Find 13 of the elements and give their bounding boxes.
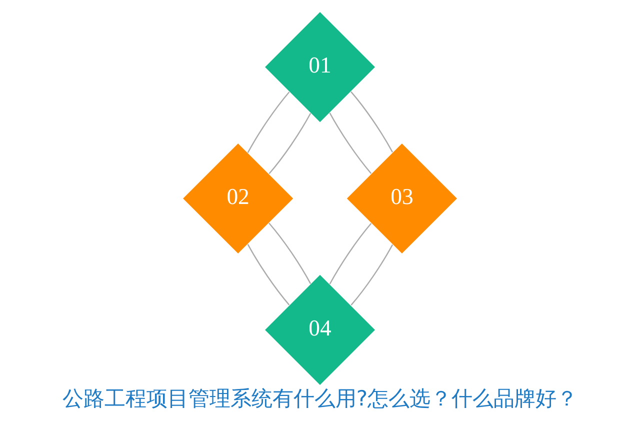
connector <box>350 91 394 153</box>
node-diamond: 01 <box>264 10 376 124</box>
diagram-title: 公路工程项目管理系统有什么用?怎么选？什么品牌好？ <box>62 386 578 411</box>
connector <box>268 222 312 284</box>
connector <box>350 244 394 306</box>
node-diamond: 04 <box>264 274 376 386</box>
connector <box>329 112 372 174</box>
connector <box>247 244 290 306</box>
node-diamond: 02 <box>182 142 294 255</box>
connector <box>268 112 312 174</box>
connector <box>329 223 372 284</box>
node-diamond: 03 <box>346 142 458 255</box>
connector <box>247 92 290 153</box>
